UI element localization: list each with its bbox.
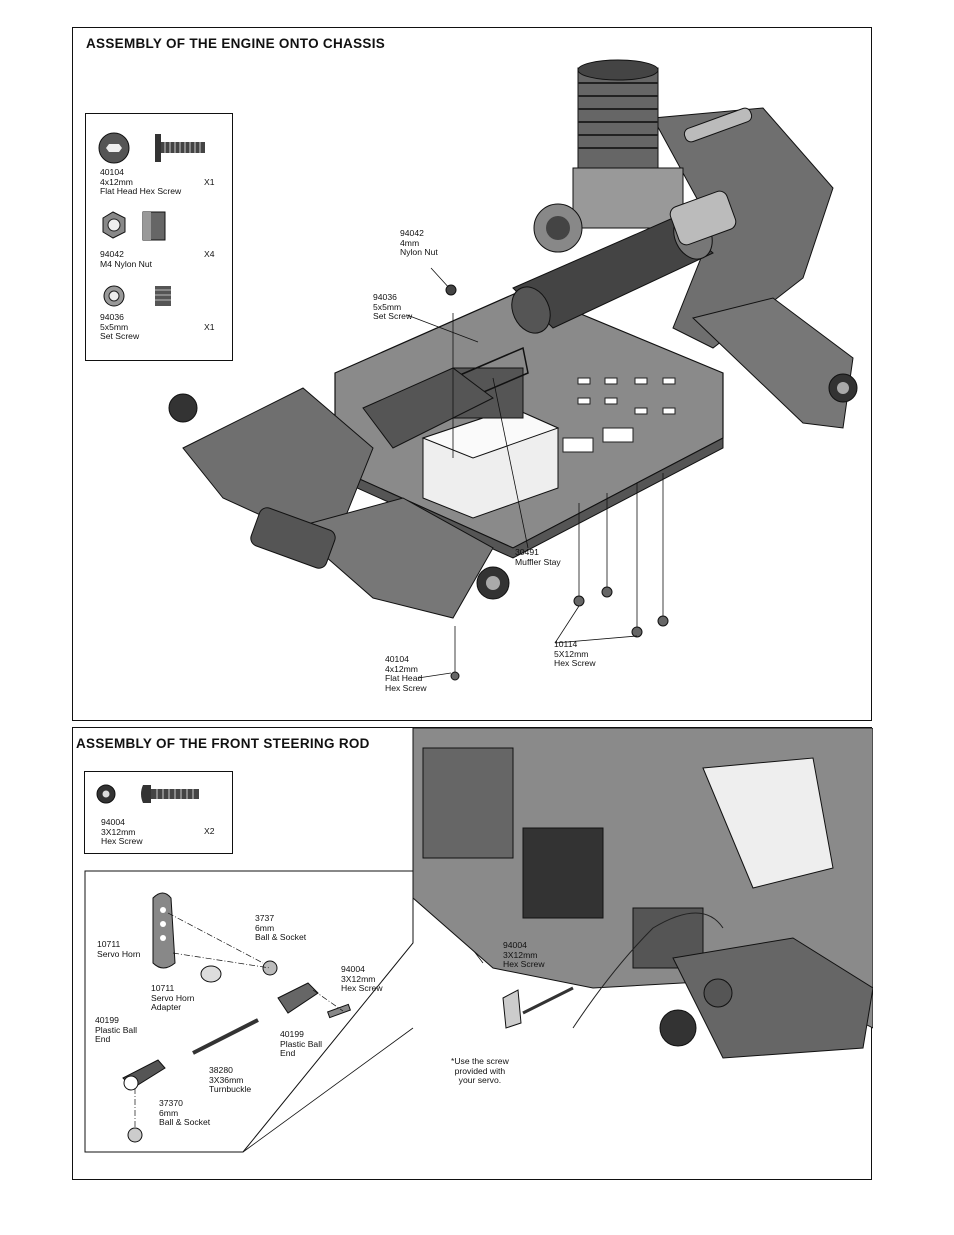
car-steering-view xyxy=(412,728,873,1059)
guide-lines xyxy=(406,267,664,679)
steering-rod-panel: ASSEMBLY OF THE FRONT STEERING ROD xyxy=(72,727,873,1180)
engine xyxy=(533,59,684,253)
engine-chassis-diagram xyxy=(98,59,858,681)
part-94042-qty: X4 xyxy=(204,249,215,259)
rear-suspension xyxy=(652,107,858,429)
part-94004-qty: X2 xyxy=(204,826,215,836)
engine-assembly-title: ASSEMBLY OF THE ENGINE ONTO CHASSIS xyxy=(86,36,386,51)
steering-parts-box xyxy=(84,771,233,854)
steering-rod-title: ASSEMBLY OF THE FRONT STEERING ROD xyxy=(76,736,370,751)
engine-assembly-panel: ASSEMBLY OF THE ENGINE ONTO CHASSIS xyxy=(72,27,872,721)
set-screw-icons xyxy=(103,285,171,307)
part-40104-qty: X1 xyxy=(204,177,215,187)
flat-head-screw-icons xyxy=(98,132,205,164)
exploded-view-frame xyxy=(84,870,414,1153)
part-94036-qty: X1 xyxy=(204,322,215,332)
engine-parts-box xyxy=(85,113,233,361)
muffler xyxy=(511,190,737,334)
nylon-nut-mark xyxy=(445,284,457,296)
front-suspension xyxy=(168,367,510,619)
exploded-parts xyxy=(122,892,352,1143)
hex-screw-icons xyxy=(96,784,199,804)
nylon-nut-icons xyxy=(102,211,166,241)
steering-diagram xyxy=(84,728,873,1153)
